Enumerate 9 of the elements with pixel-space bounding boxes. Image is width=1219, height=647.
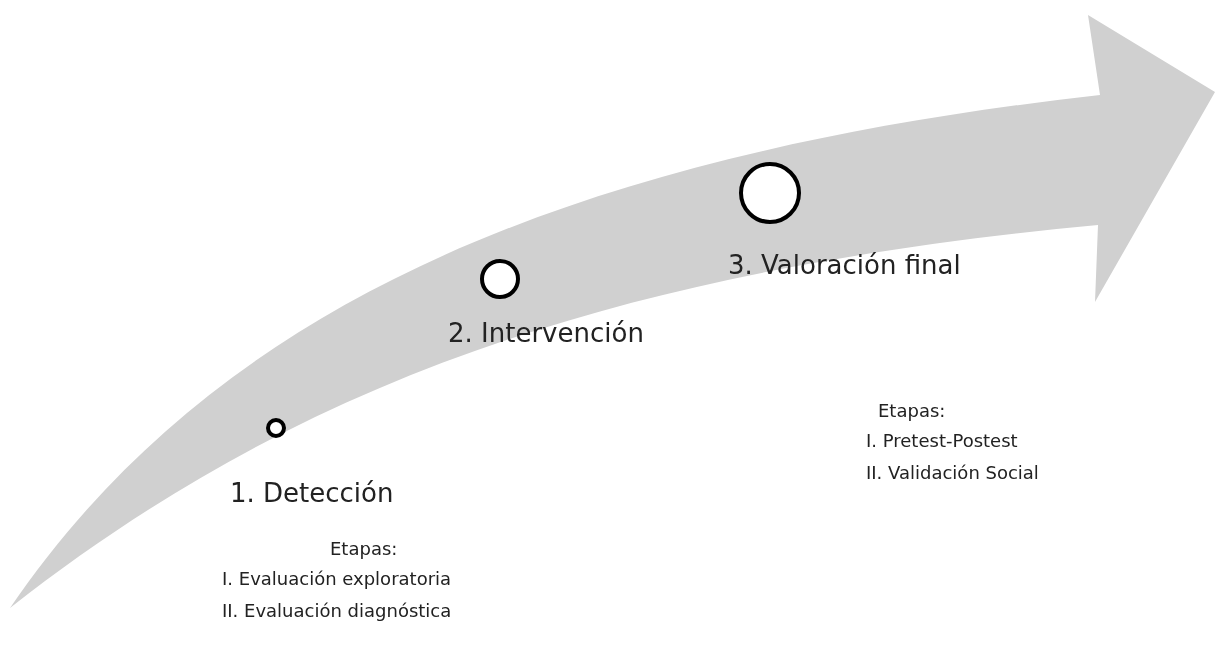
list-item: I. Evaluación exploratoria [222,568,452,589]
stage-heading: 2. Intervención [448,318,644,348]
stage-heading: 1. Detección [230,478,394,508]
list-item: I. Pretest-Postest [866,430,1018,451]
list-item: II. Validación Social [866,462,1039,483]
stage-subheading: Etapas: [878,400,946,421]
stage-subheading: Etapas: [330,538,398,559]
stage-heading: 3. Valoración final [728,250,961,280]
list-item: II. Evaluación diagnóstica [222,600,452,621]
